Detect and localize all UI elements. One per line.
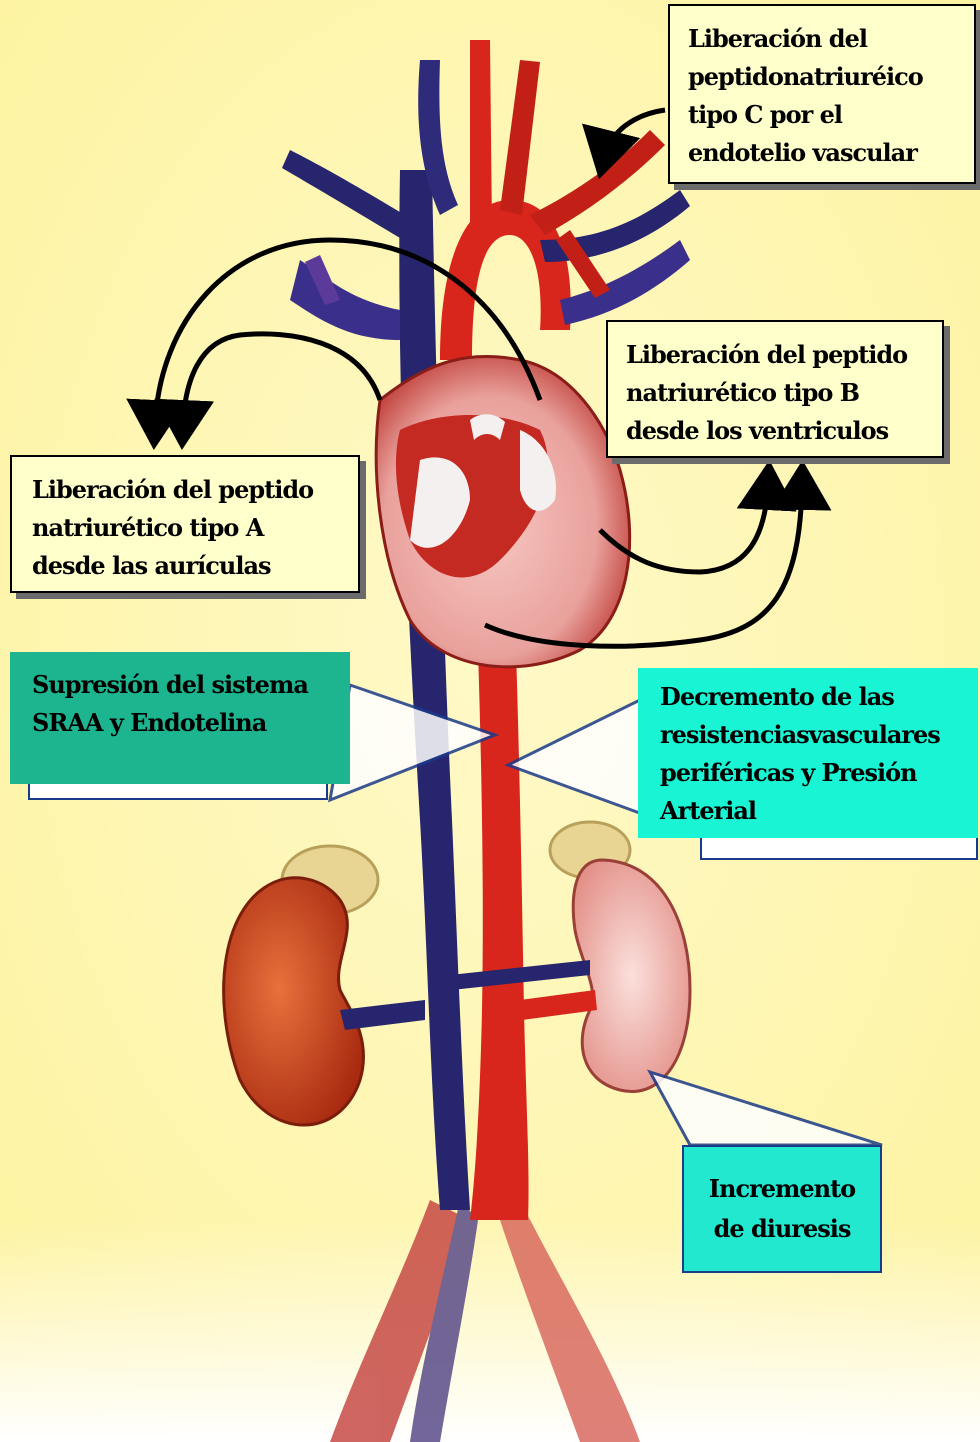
decrease-callout: Decremento de las resistenciasvasculares…	[638, 668, 978, 838]
bnp-c-callout: Liberación del peptidonatriuréico tipo C…	[668, 4, 976, 184]
suppression-callout: Supresión del sistema SRAA y Endotelina	[10, 652, 350, 784]
kidney-left	[224, 878, 364, 1125]
diuresis-callout: Incremento de diuresis	[682, 1145, 882, 1273]
bnp-b-callout: Liberación del peptido natriurético tipo…	[606, 320, 944, 458]
anp-a-callout: Liberación del peptido natriurético tipo…	[10, 455, 360, 593]
